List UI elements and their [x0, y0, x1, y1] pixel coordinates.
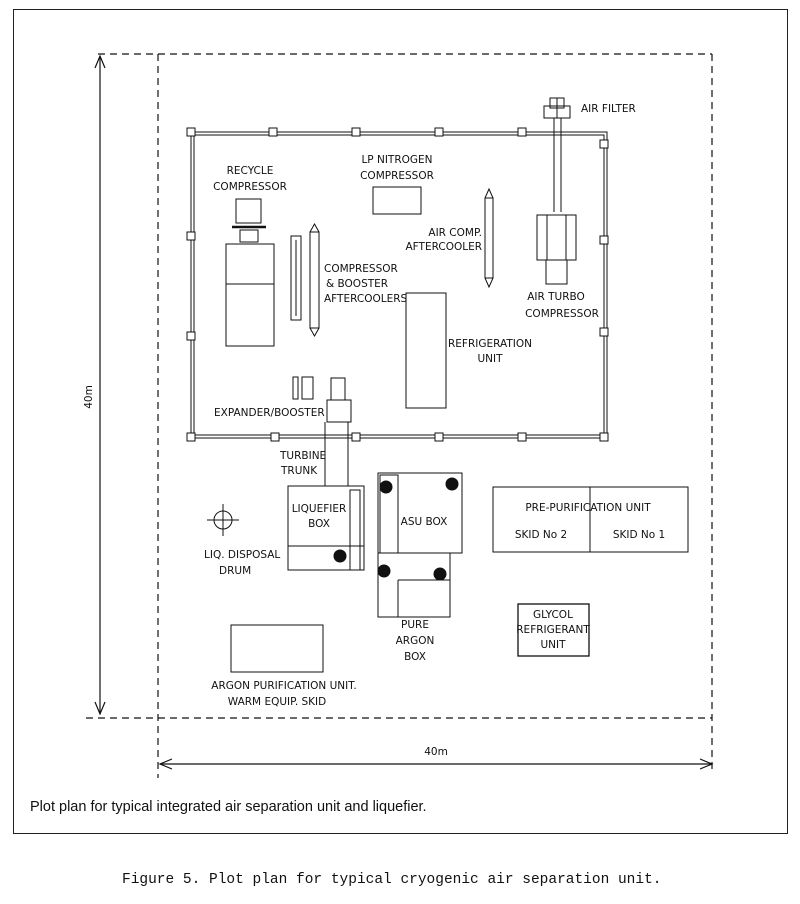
aftercoolers-label-2: & BOOSTER — [326, 278, 388, 290]
asu-box — [377, 472, 463, 554]
horizontal-dimension — [158, 758, 714, 770]
argon-purification-unit — [230, 624, 324, 673]
figure-frame — [13, 9, 788, 834]
pure-argon-label-1: PURE — [401, 619, 429, 631]
pure-argon-box — [377, 552, 451, 618]
air-comp-aftercooler-label-2: AFTERCOOLER — [406, 241, 483, 253]
turbine-trunk-label-2: TRUNK — [280, 465, 318, 477]
lp-nitrogen-label-2: COMPRESSOR — [360, 170, 434, 182]
pre-purification-label: PRE-PURIFICATION UNIT — [525, 502, 651, 514]
vertical-dimension — [94, 54, 106, 716]
diagram-caption: Plot plan for typical integrated air sep… — [30, 799, 427, 815]
liq-disposal-label-1: LIQ. DISPOSAL — [204, 549, 280, 561]
liq-disposal-label-2: DRUM — [219, 565, 251, 577]
skid-no-2-label: SKID No 2 — [515, 529, 567, 541]
recycle-compressor-label-2: COMPRESSOR — [213, 181, 287, 193]
vertical-dimension-label: 40m — [83, 385, 95, 409]
air-comp-aftercooler — [484, 187, 494, 289]
air-comp-aftercooler-label-1: AIR COMP. — [428, 227, 482, 239]
pure-argon-label-3: BOX — [404, 651, 426, 663]
glycol-label-2: REFRIGERANT — [516, 624, 590, 636]
glycol-refrigerant-unit — [517, 603, 590, 657]
recycle-compressor — [225, 198, 275, 347]
refrigeration-unit-label-1: REFRIGERATION — [448, 338, 532, 350]
turbine-trunk-label-1: TURBINE — [279, 450, 326, 462]
turbine-trunk — [324, 399, 352, 486]
air-filter — [543, 97, 571, 212]
asu-box-label: ASU BOX — [401, 516, 448, 528]
liq-disposal-drum — [207, 504, 239, 536]
figure-caption: Figure 5. Plot plan for typical cryogeni… — [122, 872, 662, 888]
horizontal-dimension-label: 40m — [424, 746, 448, 758]
glycol-label-3: UNIT — [540, 639, 566, 651]
air-turbo-label-1: AIR TURBO — [527, 291, 585, 303]
air-filter-label: AIR FILTER — [581, 103, 636, 115]
pure-argon-label-2: ARGON — [396, 635, 435, 647]
expander-booster — [292, 376, 346, 401]
liquefier-box — [287, 485, 365, 571]
liquefier-box-label-2: BOX — [308, 518, 330, 530]
glycol-label-1: GLYCOL — [533, 609, 573, 621]
aftercoolers-label-1: COMPRESSOR — [324, 263, 398, 275]
argon-purification-label-1: ARGON PURIFICATION UNIT. — [211, 680, 356, 692]
lp-nitrogen-label-1: LP NITROGEN — [361, 154, 432, 166]
building-enclosure — [190, 131, 608, 439]
lp-nitrogen-compressor — [372, 186, 422, 215]
skid-no-1-label: SKID No 1 — [613, 529, 665, 541]
liquefier-box-label-1: LIQUEFIER — [292, 503, 347, 515]
pre-purification-unit — [492, 486, 689, 553]
recycle-compressor-label-1: RECYCLE — [227, 165, 274, 177]
aftercoolers-label-3: AFTERCOOLERS — [324, 293, 407, 305]
enclosure-posts — [186, 127, 609, 442]
air-turbo-compressor — [536, 214, 577, 285]
argon-purification-label-2: WARM EQUIP. SKID — [228, 696, 326, 708]
refrigeration-unit — [405, 292, 447, 409]
air-turbo-label-2: COMPRESSOR — [525, 308, 599, 320]
expander-booster-label: EXPANDER/BOOSTER — [214, 407, 325, 419]
site-boundary — [86, 53, 713, 778]
compressor-booster-aftercoolers — [290, 222, 320, 338]
refrigeration-unit-label-2: UNIT — [477, 353, 503, 365]
